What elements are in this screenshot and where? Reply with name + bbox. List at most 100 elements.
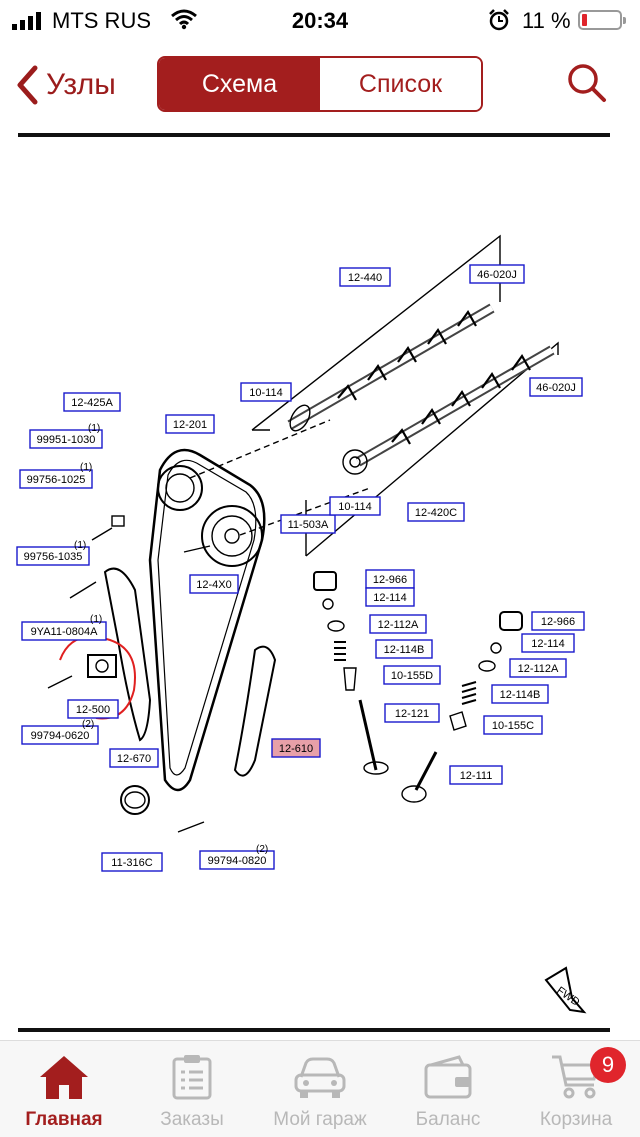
callout-10-114-box[interactable]: [329, 496, 381, 516]
callout-12-114b-label: 12-114B: [384, 644, 425, 656]
carrier-name: MTS RUS: [52, 8, 151, 33]
callout-46-020j-box[interactable]: [469, 264, 525, 284]
callout-10-155c-box[interactable]: [483, 715, 543, 735]
callout-99951-1030-label: 99951-1030: [37, 434, 96, 446]
tab-home-label: Главная: [25, 1109, 103, 1130]
callout-99794-0820-label: 99794-0820: [208, 855, 267, 867]
tab-garage[interactable]: Мой гараж: [256, 1041, 384, 1137]
segment-list[interactable]: Список: [320, 58, 481, 110]
callout-46-020j-label: 46-020J: [477, 269, 517, 281]
callout-12-112a-label: 12-112A: [518, 663, 559, 675]
callout-11-503a-box[interactable]: [280, 514, 336, 534]
callout-12-440-box[interactable]: [339, 267, 391, 287]
callout-12-114-label: 12-114: [373, 592, 406, 604]
callout-12-4x0-label: 12-4X0: [196, 579, 231, 591]
callout-12-201-box[interactable]: [165, 414, 215, 434]
cart-badge: 9: [590, 1047, 626, 1083]
callout-12-114-box[interactable]: [521, 633, 575, 653]
wallet-icon: [424, 1055, 472, 1099]
orders-icon: [172, 1055, 212, 1100]
view-segmented-control: Схема Список: [157, 56, 483, 112]
callout-12-112a-box[interactable]: [509, 658, 567, 678]
callout-10-155d-box[interactable]: [383, 665, 441, 685]
callout-46-020j-label: 46-020J: [536, 382, 576, 394]
callout-12-610-box[interactable]: [271, 738, 321, 758]
callout-12-670-label: 12-670: [117, 753, 151, 765]
callout-12-425a-label: 12-425A: [71, 397, 113, 409]
battery-icon: [578, 10, 626, 30]
callout-10-114-label: 10-114: [249, 387, 282, 399]
quantity-mark: (2): [82, 719, 94, 730]
callout-99756-1035-box[interactable]: [16, 546, 90, 566]
callout-12-114-label: 12-114: [531, 638, 564, 650]
wifi-icon: [171, 9, 197, 30]
quantity-marks: (1)(1)(1)(1)(2)(2): [74, 423, 268, 855]
callout-99794-0820-box[interactable]: [199, 850, 275, 870]
tab-cart-label: Корзина: [539, 1109, 613, 1130]
callout-12-966-label: 12-966: [541, 616, 575, 628]
callout-12-440-label: 12-440: [348, 272, 382, 284]
quantity-mark: (1): [88, 423, 100, 434]
callout-12-966-box[interactable]: [531, 611, 585, 631]
callout-99794-0620-label: 99794-0620: [31, 730, 90, 742]
callout-11-316c-box[interactable]: [101, 852, 163, 872]
callout-99951-1030-box[interactable]: [29, 429, 103, 449]
callout-10-114-box[interactable]: [240, 382, 292, 402]
tab-cart[interactable]: Корзина 9: [512, 1041, 640, 1137]
top-divider: [18, 133, 610, 137]
quantity-mark: (1): [80, 462, 92, 473]
callout-12-201-label: 12-201: [173, 419, 207, 431]
callout-12-500-box[interactable]: [67, 699, 119, 719]
callout-12-114b-box[interactable]: [491, 684, 549, 704]
callout-12-670-box[interactable]: [109, 748, 159, 768]
tab-orders-label: Заказы: [160, 1109, 224, 1130]
quantity-mark: (1): [90, 614, 102, 625]
tab-balance-label: Баланс: [415, 1109, 481, 1130]
callout-12-112a-box[interactable]: [369, 614, 427, 634]
callout-46-020j-box[interactable]: [529, 377, 583, 397]
nav-bar: Узлы Схема Список: [0, 52, 640, 116]
callout-12-966-label: 12-966: [373, 574, 407, 586]
diagram-drawing: [47, 234, 587, 1014]
back-button[interactable]: Узлы: [16, 60, 116, 110]
callout-12-420c-label: 12-420C: [415, 507, 457, 519]
segment-scheme[interactable]: Схема: [159, 58, 320, 110]
quantity-mark: (2): [256, 844, 268, 855]
callout-group: 12-440 46-020J 10-114 46-020J 12-425A 12-201 9…: [16, 264, 585, 872]
callout-12-425a-box[interactable]: [63, 392, 121, 412]
callout-12-114b-box[interactable]: [375, 639, 433, 659]
callout-12-111-label: 12-111: [460, 770, 493, 782]
callout-9ya11-0804a-box[interactable]: [21, 621, 107, 641]
callout-12-4x0-box[interactable]: [189, 574, 239, 594]
callout-12-610-label: 12-610: [279, 743, 313, 755]
callout-11-503a-label: 11-503A: [288, 519, 329, 531]
callout-12-121-box[interactable]: [384, 703, 440, 723]
clock: 20:34: [291, 8, 349, 33]
tab-garage-label: Мой гараж: [273, 1109, 367, 1130]
signal-icon: [12, 12, 41, 30]
chevron-left-icon: [17, 65, 38, 105]
parts-diagram: 12-440 46-020J 10-114 46-020J 12-425A 12-201 9…: [16, 234, 587, 1014]
callout-10-155c-label: 10-155C: [492, 720, 534, 732]
back-label: Узлы: [46, 68, 116, 101]
callout-12-420c-box[interactable]: [407, 502, 465, 522]
tab-home[interactable]: Главная: [0, 1041, 128, 1137]
callout-12-114b-label: 12-114B: [500, 689, 541, 701]
callout-12-112a-label: 12-112A: [378, 619, 419, 631]
callout-12-114-box[interactable]: [365, 587, 415, 607]
search-icon[interactable]: [566, 62, 608, 104]
car-icon: [294, 1057, 346, 1098]
status-bar: MTS RUS 20:34 11 %: [0, 0, 640, 44]
callout-10-155d-label: 10-155D: [391, 670, 433, 682]
callout-10-114-label: 10-114: [338, 501, 371, 513]
bottom-divider: [18, 1028, 610, 1032]
callout-11-316c-label: 11-316C: [111, 857, 152, 869]
callout-99756-1025-box[interactable]: [19, 469, 93, 489]
callout-99794-0620-box[interactable]: [21, 725, 99, 745]
tab-orders[interactable]: Заказы: [128, 1041, 256, 1137]
callout-12-111-box[interactable]: [449, 765, 503, 785]
tab-balance[interactable]: Баланс: [384, 1041, 512, 1137]
callout-9ya11-0804a-label: 9YA11-0804A: [31, 626, 99, 638]
battery-percent: 11 %: [522, 8, 571, 33]
callout-12-500-label: 12-500: [76, 704, 110, 716]
